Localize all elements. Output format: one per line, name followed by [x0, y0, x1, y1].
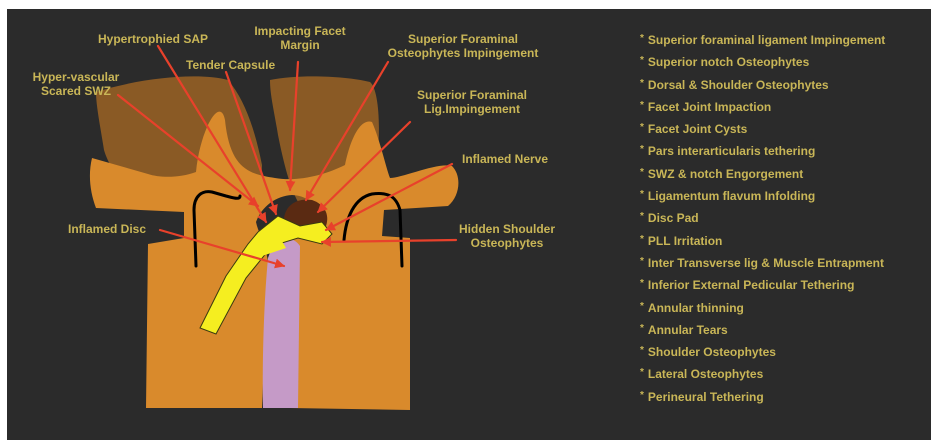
finding-item: * Annular thinning	[640, 296, 885, 318]
finding-text: Inferior External Pedicular Tethering	[648, 278, 855, 292]
finding-item: * Lateral Osteophytes	[640, 362, 885, 384]
asterisk-bullet: *	[640, 367, 644, 378]
finding-text: Facet Joint Cysts	[648, 122, 747, 136]
asterisk-bullet: *	[640, 122, 644, 133]
asterisk-bullet: *	[640, 144, 644, 155]
asterisk-bullet: *	[640, 256, 644, 267]
finding-item: * Perineural Tethering	[640, 385, 885, 407]
finding-text: Inter Transverse lig & Muscle Entrapment	[648, 256, 884, 270]
label-impacting-facet: Impacting Facet Margin	[252, 24, 348, 52]
findings-list: * Superior foraminal ligament Impingement…	[640, 28, 885, 407]
label-tender-capsule: Tender Capsule	[186, 58, 275, 72]
finding-item: * Superior notch Osteophytes	[640, 50, 885, 72]
label-inflamed-nerve: Inflamed Nerve	[462, 152, 548, 166]
finding-text: SWZ & notch Engorgement	[648, 167, 803, 181]
asterisk-bullet: *	[640, 278, 644, 289]
asterisk-bullet: *	[640, 100, 644, 111]
finding-text: Pars interarticularis tethering	[648, 144, 815, 158]
finding-item: * Inferior External Pedicular Tethering	[640, 273, 885, 295]
finding-item: * Shoulder Osteophytes	[640, 340, 885, 362]
label-inflamed-disc: Inflamed Disc	[68, 222, 146, 236]
asterisk-bullet: *	[640, 345, 644, 356]
finding-text: PLL Irritation	[648, 234, 722, 248]
finding-item: * Inter Transverse lig & Muscle Entrapmen…	[640, 251, 885, 273]
label-hypertrophied-sap: Hypertrophied SAP	[98, 32, 208, 46]
finding-item: * Ligamentum flavum Infolding	[640, 184, 885, 206]
finding-item: * Annular Tears	[640, 318, 885, 340]
finding-text: Disc Pad	[648, 211, 699, 225]
label-superior-foraminal-lig: Superior Foraminal Lig.Impingement	[404, 88, 540, 116]
label-hidden-shoulder: Hidden Shoulder Osteophytes	[452, 222, 562, 250]
finding-item: * Facet Joint Cysts	[640, 117, 885, 139]
finding-text: Annular thinning	[648, 301, 744, 315]
label-hyper-vascular: Hyper-vascular Scared SWZ	[20, 70, 132, 98]
finding-item: * Pars interarticularis tethering	[640, 139, 885, 161]
finding-text: Facet Joint Impaction	[648, 100, 771, 114]
asterisk-bullet: *	[640, 234, 644, 245]
label-superior-foraminal-osteophytes: Superior Foraminal Osteophytes Impingeme…	[374, 32, 552, 60]
asterisk-bullet: *	[640, 323, 644, 334]
finding-item: * Disc Pad	[640, 206, 885, 228]
asterisk-bullet: *	[640, 167, 644, 178]
finding-text: Dorsal & Shoulder Osteophytes	[648, 78, 829, 92]
asterisk-bullet: *	[640, 55, 644, 66]
finding-text: Lateral Osteophytes	[648, 367, 763, 381]
finding-text: Superior foraminal ligament Impingement	[648, 33, 885, 47]
asterisk-bullet: *	[640, 78, 644, 89]
asterisk-bullet: *	[640, 390, 644, 401]
finding-item: * SWZ & notch Engorgement	[640, 162, 885, 184]
asterisk-bullet: *	[640, 211, 644, 222]
finding-text: Ligamentum flavum Infolding	[648, 189, 815, 203]
finding-item: * Dorsal & Shoulder Osteophytes	[640, 73, 885, 95]
finding-text: Perineural Tethering	[648, 390, 764, 404]
finding-item: * Superior foraminal ligament Impingement	[640, 28, 885, 50]
asterisk-bullet: *	[640, 301, 644, 312]
finding-item: * Facet Joint Impaction	[640, 95, 885, 117]
finding-text: Shoulder Osteophytes	[648, 345, 776, 359]
finding-item: * PLL Irritation	[640, 229, 885, 251]
asterisk-bullet: *	[640, 33, 644, 44]
finding-text: Annular Tears	[648, 323, 728, 337]
asterisk-bullet: *	[640, 189, 644, 200]
finding-text: Superior notch Osteophytes	[648, 55, 809, 69]
